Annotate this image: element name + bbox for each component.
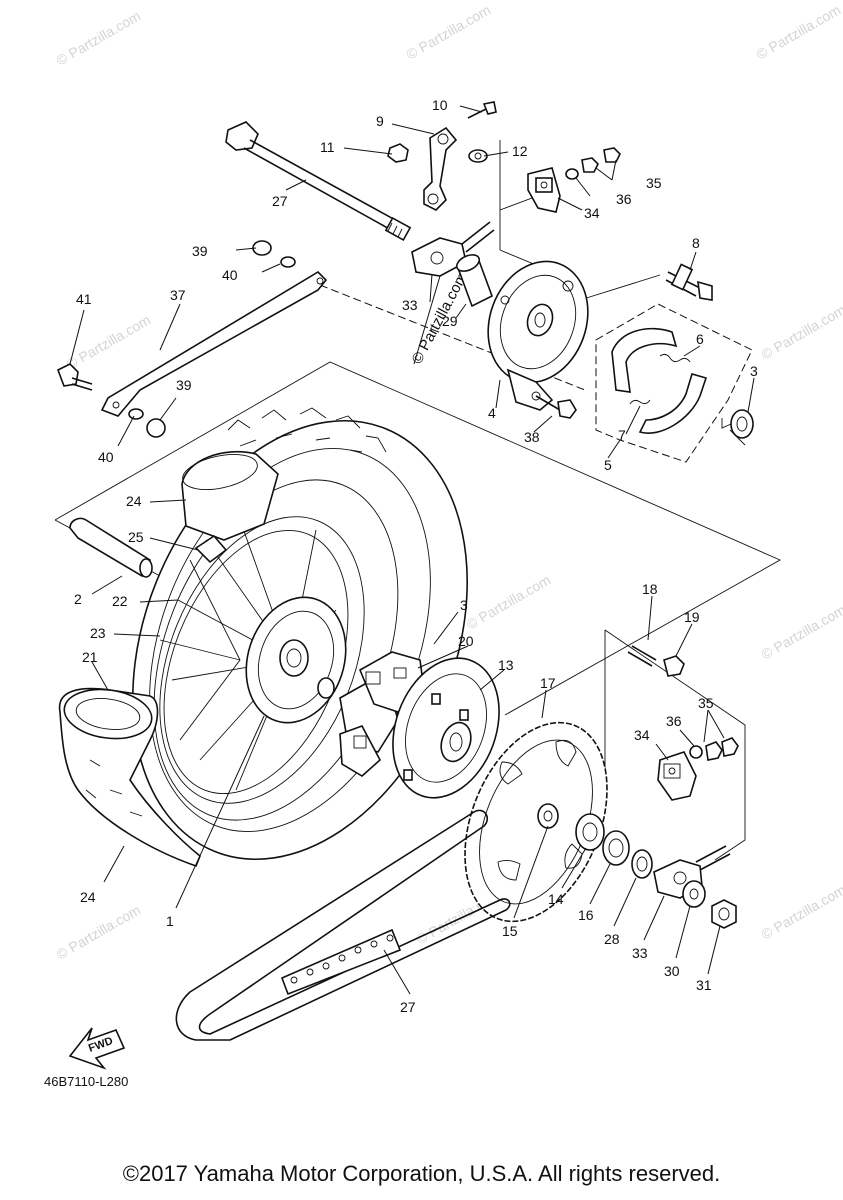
- callout-5: 5: [604, 457, 612, 473]
- brake-cam-lever: [387, 101, 497, 211]
- brake-shoe-kit: [595, 303, 753, 463]
- callout-24: 24: [80, 889, 96, 905]
- callout-40-bottom: 40: [98, 449, 114, 465]
- callout-18: 18: [642, 581, 658, 597]
- callout-1: 1: [166, 913, 174, 929]
- collar: [455, 254, 493, 308]
- callout-39-bottom: 39: [176, 377, 192, 393]
- callout-9: 9: [376, 113, 384, 129]
- rim-band-and-valve: [69, 450, 279, 578]
- callout-33-bottom: 33: [632, 945, 648, 961]
- chain-puller-bottom: [657, 737, 739, 801]
- stud-and-nut: [627, 645, 685, 677]
- chain-adjuster-top: [411, 221, 495, 277]
- watermark: © Partzilla.com: [404, 2, 494, 63]
- callout-25: 24: [126, 493, 142, 509]
- callout-12: 12: [512, 143, 528, 159]
- copyright-notice: ©2017 Yamaha Motor Corporation, U.S.A. A…: [122, 1161, 721, 1186]
- callout-28: 27: [272, 193, 288, 209]
- callout-26: 25: [128, 529, 144, 545]
- brake-camshaft: [665, 263, 713, 301]
- watermark: © Partzilla.com: [759, 602, 843, 663]
- drive-chain: [175, 809, 511, 1041]
- callout-11: 11: [320, 139, 335, 155]
- callout-2: 2: [74, 591, 82, 607]
- callout-30: 29: [442, 313, 458, 329]
- callout-4: 4: [488, 405, 496, 421]
- callout-6: 6: [696, 331, 704, 347]
- callout-36-bottom: 36: [666, 713, 682, 729]
- sprocket-hub: [392, 657, 500, 799]
- callout-10: 10: [432, 97, 448, 113]
- callout-23: 23: [90, 625, 106, 641]
- callout-17: 17: [540, 675, 556, 691]
- nut-washer-top: [565, 147, 621, 180]
- callout-35-bottom: 35: [698, 695, 714, 711]
- callout-32: 31: [696, 977, 712, 993]
- callout-3-top: 3: [750, 363, 758, 379]
- rear-axle: [225, 121, 412, 242]
- callout-33-top: 33: [402, 297, 418, 313]
- watermark: © Partzilla.com: [54, 8, 144, 69]
- brake-shoe-plate: [487, 260, 589, 411]
- bearing-top: [721, 409, 754, 439]
- callout-22: 22: [112, 593, 128, 609]
- chain-puller-top: [527, 167, 561, 213]
- callout-20: 20: [458, 633, 474, 649]
- callout-3-mid: 3: [460, 597, 468, 613]
- watermark: © Partzilla.com: [759, 882, 843, 943]
- callout-40-top: 40: [222, 267, 238, 283]
- hub-damper: [339, 651, 425, 777]
- forward-arrow: FWD: [68, 1027, 126, 1070]
- callout-34-top: 34: [584, 205, 600, 221]
- torque-arm: [56, 240, 328, 438]
- drawing-code: 46B7110-L280: [44, 1074, 128, 1089]
- callout-27: 27: [400, 999, 416, 1015]
- callout-labels: 10 9 11 12 35 36 34 27 8 39 40 33 29 41 …: [74, 97, 758, 1015]
- leader-lines: [69, 105, 755, 995]
- callout-8: 8: [692, 235, 700, 251]
- chain-adjuster-bottom: [653, 845, 737, 929]
- watermark: © Partzilla.com: [464, 572, 554, 633]
- callout-15: 15: [502, 923, 518, 939]
- inner-tube: [58, 687, 201, 868]
- callout-41: 41: [76, 291, 92, 307]
- axle-bearings: [575, 813, 653, 879]
- callout-37: 37: [170, 287, 186, 303]
- callout-19: 19: [684, 609, 700, 625]
- watermark: © Partzilla.com: [759, 302, 843, 363]
- callout-39-top: 39: [192, 243, 208, 259]
- callout-31: 30: [664, 963, 680, 979]
- bolt-38: [535, 395, 577, 419]
- callout-14: 14: [548, 891, 564, 907]
- callout-38: 38: [524, 429, 540, 445]
- callout-36-top: 36: [616, 191, 632, 207]
- watermark: © Partzilla.com: [64, 312, 154, 373]
- callout-29: 28: [604, 931, 620, 947]
- callout-7: 7: [618, 427, 626, 443]
- callout-21: 21: [82, 649, 98, 665]
- callout-35-top: 35: [646, 175, 662, 191]
- callout-13: 13: [498, 657, 514, 673]
- watermark: © Partzilla.com: [754, 2, 843, 63]
- callout-34-bottom: 34: [634, 727, 650, 743]
- watermark: © Partzilla.com: [54, 902, 144, 963]
- callout-16: 16: [578, 907, 594, 923]
